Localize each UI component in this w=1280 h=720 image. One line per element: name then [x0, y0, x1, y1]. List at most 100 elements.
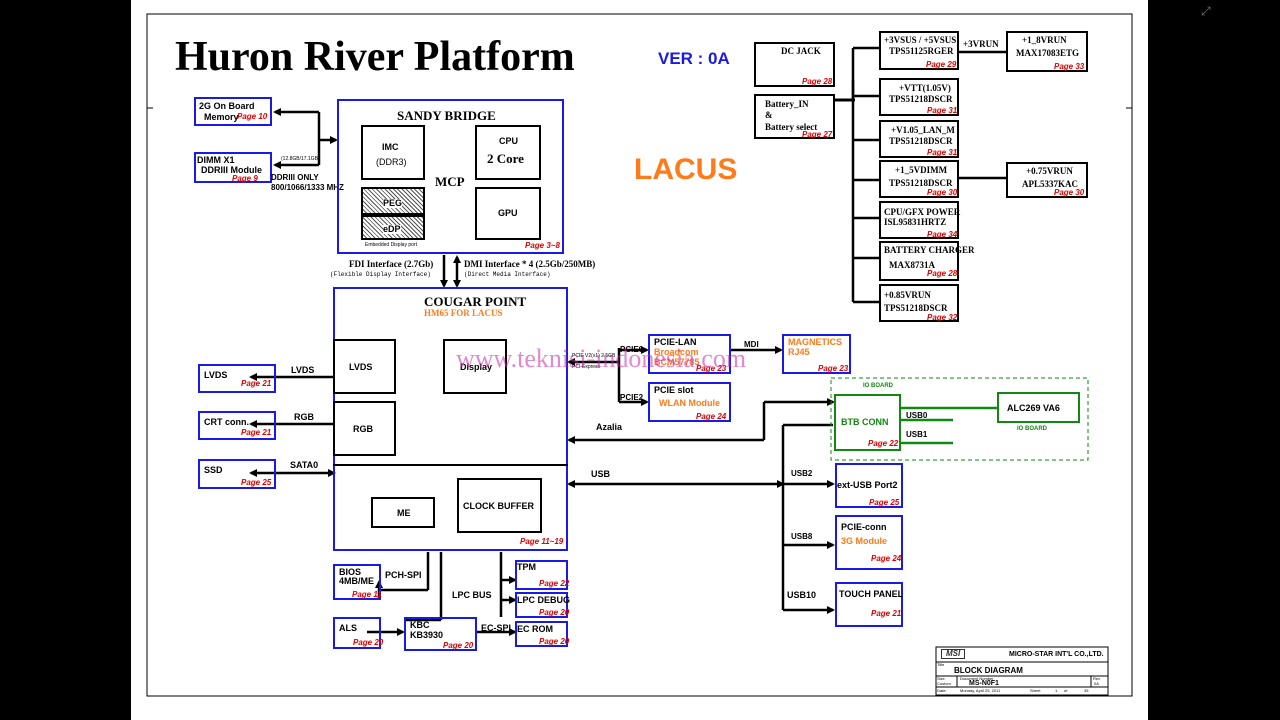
expand-icon[interactable]: ⤢ [1201, 4, 1211, 18]
sheet-field-label: Sheet [1030, 688, 1041, 693]
rev-value: 0A [1094, 681, 1099, 686]
sandy-bridge-title: SANDY BRIDGE [397, 108, 496, 123]
touch-panel-block: TOUCH PANEL Page 21 [835, 582, 903, 627]
power-3vrun-label: +3VRUN [963, 39, 999, 49]
pch-display-label: Display [460, 362, 493, 372]
power-085vrun-block: +0.85VRUN TPS51218DSCR Page 32 [879, 284, 959, 322]
ec-spi-label: EC-SPI [481, 623, 512, 633]
power-1-8vrun-block: +1_8VRUN MAX17083ETG Page 33 [1006, 31, 1088, 72]
power-085vrun-label: +0.85VRUN [884, 290, 931, 300]
azalia-label: Azalia [596, 422, 623, 432]
pcie-lan-title: PCIE-LAN [654, 337, 697, 347]
edp-note: Embedded Display port [365, 242, 417, 248]
power-3vsus-label: +3VSUS / +5VSUS [884, 35, 957, 45]
bios-label: BIOS [339, 567, 362, 577]
pch-lvds-label: LVDS [349, 362, 373, 372]
sandy-bridge-page: Page 3~8 [525, 241, 560, 250]
touch-panel-label: TOUCH PANEL [839, 589, 904, 599]
crt-conn-block: CRT conn. Page 21 [198, 411, 276, 440]
io-board-label-top: IO BOARD [863, 383, 893, 389]
pcie-slot-title: PCIE slot [654, 385, 694, 395]
power-v105lan-chip: TPS51218DSCR [889, 136, 953, 146]
ext-usb-label: ext-USB Port2 [837, 480, 898, 490]
bios-page: Page 11 [352, 590, 382, 599]
onboard-memory-page: Page 10 [237, 112, 268, 121]
peg-block: PEG [361, 187, 425, 215]
schematic-sheet: Huron River Platform VER : 0A LACUS 2G O… [131, 0, 1148, 720]
lpc-bus-label: LPC BUS [452, 590, 492, 600]
io-board-outline [830, 377, 1089, 461]
pcie-lan-chip-2: BCM57785 [654, 357, 700, 367]
power-cpu-gfx-block: CPU/GFX POWER ISL95831HRTZ Page 34 [879, 201, 960, 239]
msi-logo: MSI [941, 649, 966, 659]
block-diagram-label: BLOCK DIAGRAM [954, 666, 1023, 675]
3g-module-label: 3G Module [841, 536, 888, 546]
als-block: ALS Page 20 [333, 617, 384, 649]
imc-sub-label: (DDR3) [376, 157, 407, 167]
lvds-conn-label: LVDS [204, 370, 228, 380]
als-page: Page 20 [353, 638, 384, 647]
kbc-label: KBC [410, 620, 430, 630]
gpu-label: GPU [498, 208, 518, 218]
power-v105lan-label: +V1.05_LAN_M [891, 125, 955, 135]
ext-usb-block: ext-USB Port2 Page 25 [835, 463, 903, 508]
pch-rgb-block: RGB [333, 401, 396, 456]
crt-conn-page: Page 21 [241, 428, 272, 437]
pch-lvds-block: LVDS [333, 339, 396, 394]
wiring-layer [146, 13, 1133, 697]
power-battery-charger-label: BATTERY CHARGER [884, 245, 975, 255]
doc-number: MS-N0F1 [969, 680, 999, 687]
power-vtt-label: +VTT(1.05V) [899, 83, 951, 93]
pcie-conn-page: Page 24 [871, 554, 902, 563]
of-label: of [1064, 688, 1068, 693]
power-075vrun-chip: APL5337KAC [1022, 179, 1078, 189]
ssd-page: Page 25 [241, 478, 272, 487]
usb2-label: USB2 [791, 469, 813, 478]
kbc-page: Page 20 [443, 641, 474, 650]
power-vtt-page: Page 31 [927, 106, 958, 115]
power-3vsus-chip: TPS51125RGER [889, 46, 954, 56]
power-battery-charger-page: Page 28 [927, 269, 958, 278]
kbc-chip-label: KB3930 [410, 630, 444, 640]
sata-signal-label: SATA0 [290, 460, 319, 470]
page-title: Huron River Platform [175, 34, 575, 80]
sheet-total: 35 [1084, 688, 1089, 693]
wlan-module-label: WLAN Module [659, 398, 720, 408]
power-cpu-gfx-chip: ISL95831HRTZ [884, 217, 947, 227]
battery-amp-label: & [765, 110, 773, 120]
rgb-signal-label: RGB [294, 412, 314, 422]
fdi-label: FDI Interface (2.7Gb) [349, 259, 434, 269]
onboard-memory-block: 2G On Board Memory Page 10 [194, 97, 272, 126]
power-battery-charger-chip: MAX8731A [889, 260, 935, 270]
battery-page: Page 27 [802, 130, 833, 139]
magnetics-label: MAGNETICS [788, 337, 842, 347]
sandy-bridge-block: SANDY BRIDGE IMC (DDR3) CPU 2 Core MCP P… [337, 99, 564, 254]
cpu-core-block: CPU 2 Core [475, 125, 541, 180]
onboard-memory-label: 2G On Board [199, 101, 255, 111]
dimm-label: DIMM X1 [197, 155, 235, 165]
dc-jack-label: DC JACK [781, 46, 821, 56]
date-value: Monday, April 25, 2011 [960, 688, 1001, 693]
power-075vrun-label: +0.75VRUN [1026, 166, 1073, 176]
alc269-block: ALC269 VA6 [997, 392, 1080, 423]
touch-panel-page: Page 21 [871, 609, 902, 618]
usb10-label: USB10 [787, 590, 817, 600]
edp-block: eDP [361, 215, 425, 240]
mdi-label: MDI [744, 340, 759, 349]
pcie6-label: PCIE6 [620, 345, 644, 354]
ec-rom-label: EC ROM [517, 624, 553, 634]
clock-buffer-label: CLOCK BUFFER [463, 501, 534, 511]
onboard-memory-label-2: Memory [204, 112, 239, 122]
power-cpu-gfx-page: Page 34 [927, 230, 958, 239]
lvds-conn-block: LVDS Page 21 [198, 364, 276, 393]
pcie-conn-label: PCIE-conn [841, 522, 887, 532]
io-board-label-bottom: IO BOARD [1017, 426, 1047, 432]
dimm-label-2: DDRIII Module [201, 165, 262, 175]
imc-block: IMC (DDR3) [361, 125, 425, 180]
pch-divider [333, 464, 568, 466]
battery-label: Battery_IN [765, 99, 809, 109]
power-085vrun-chip: TPS51218DSCR [884, 303, 948, 313]
power-3vsus-block: +3VSUS / +5VSUS TPS51125RGER Page 29 [879, 31, 959, 70]
btb-conn-page: Page 22 [868, 439, 899, 448]
battery-block: Battery_IN & Battery select Page 27 [754, 94, 835, 139]
